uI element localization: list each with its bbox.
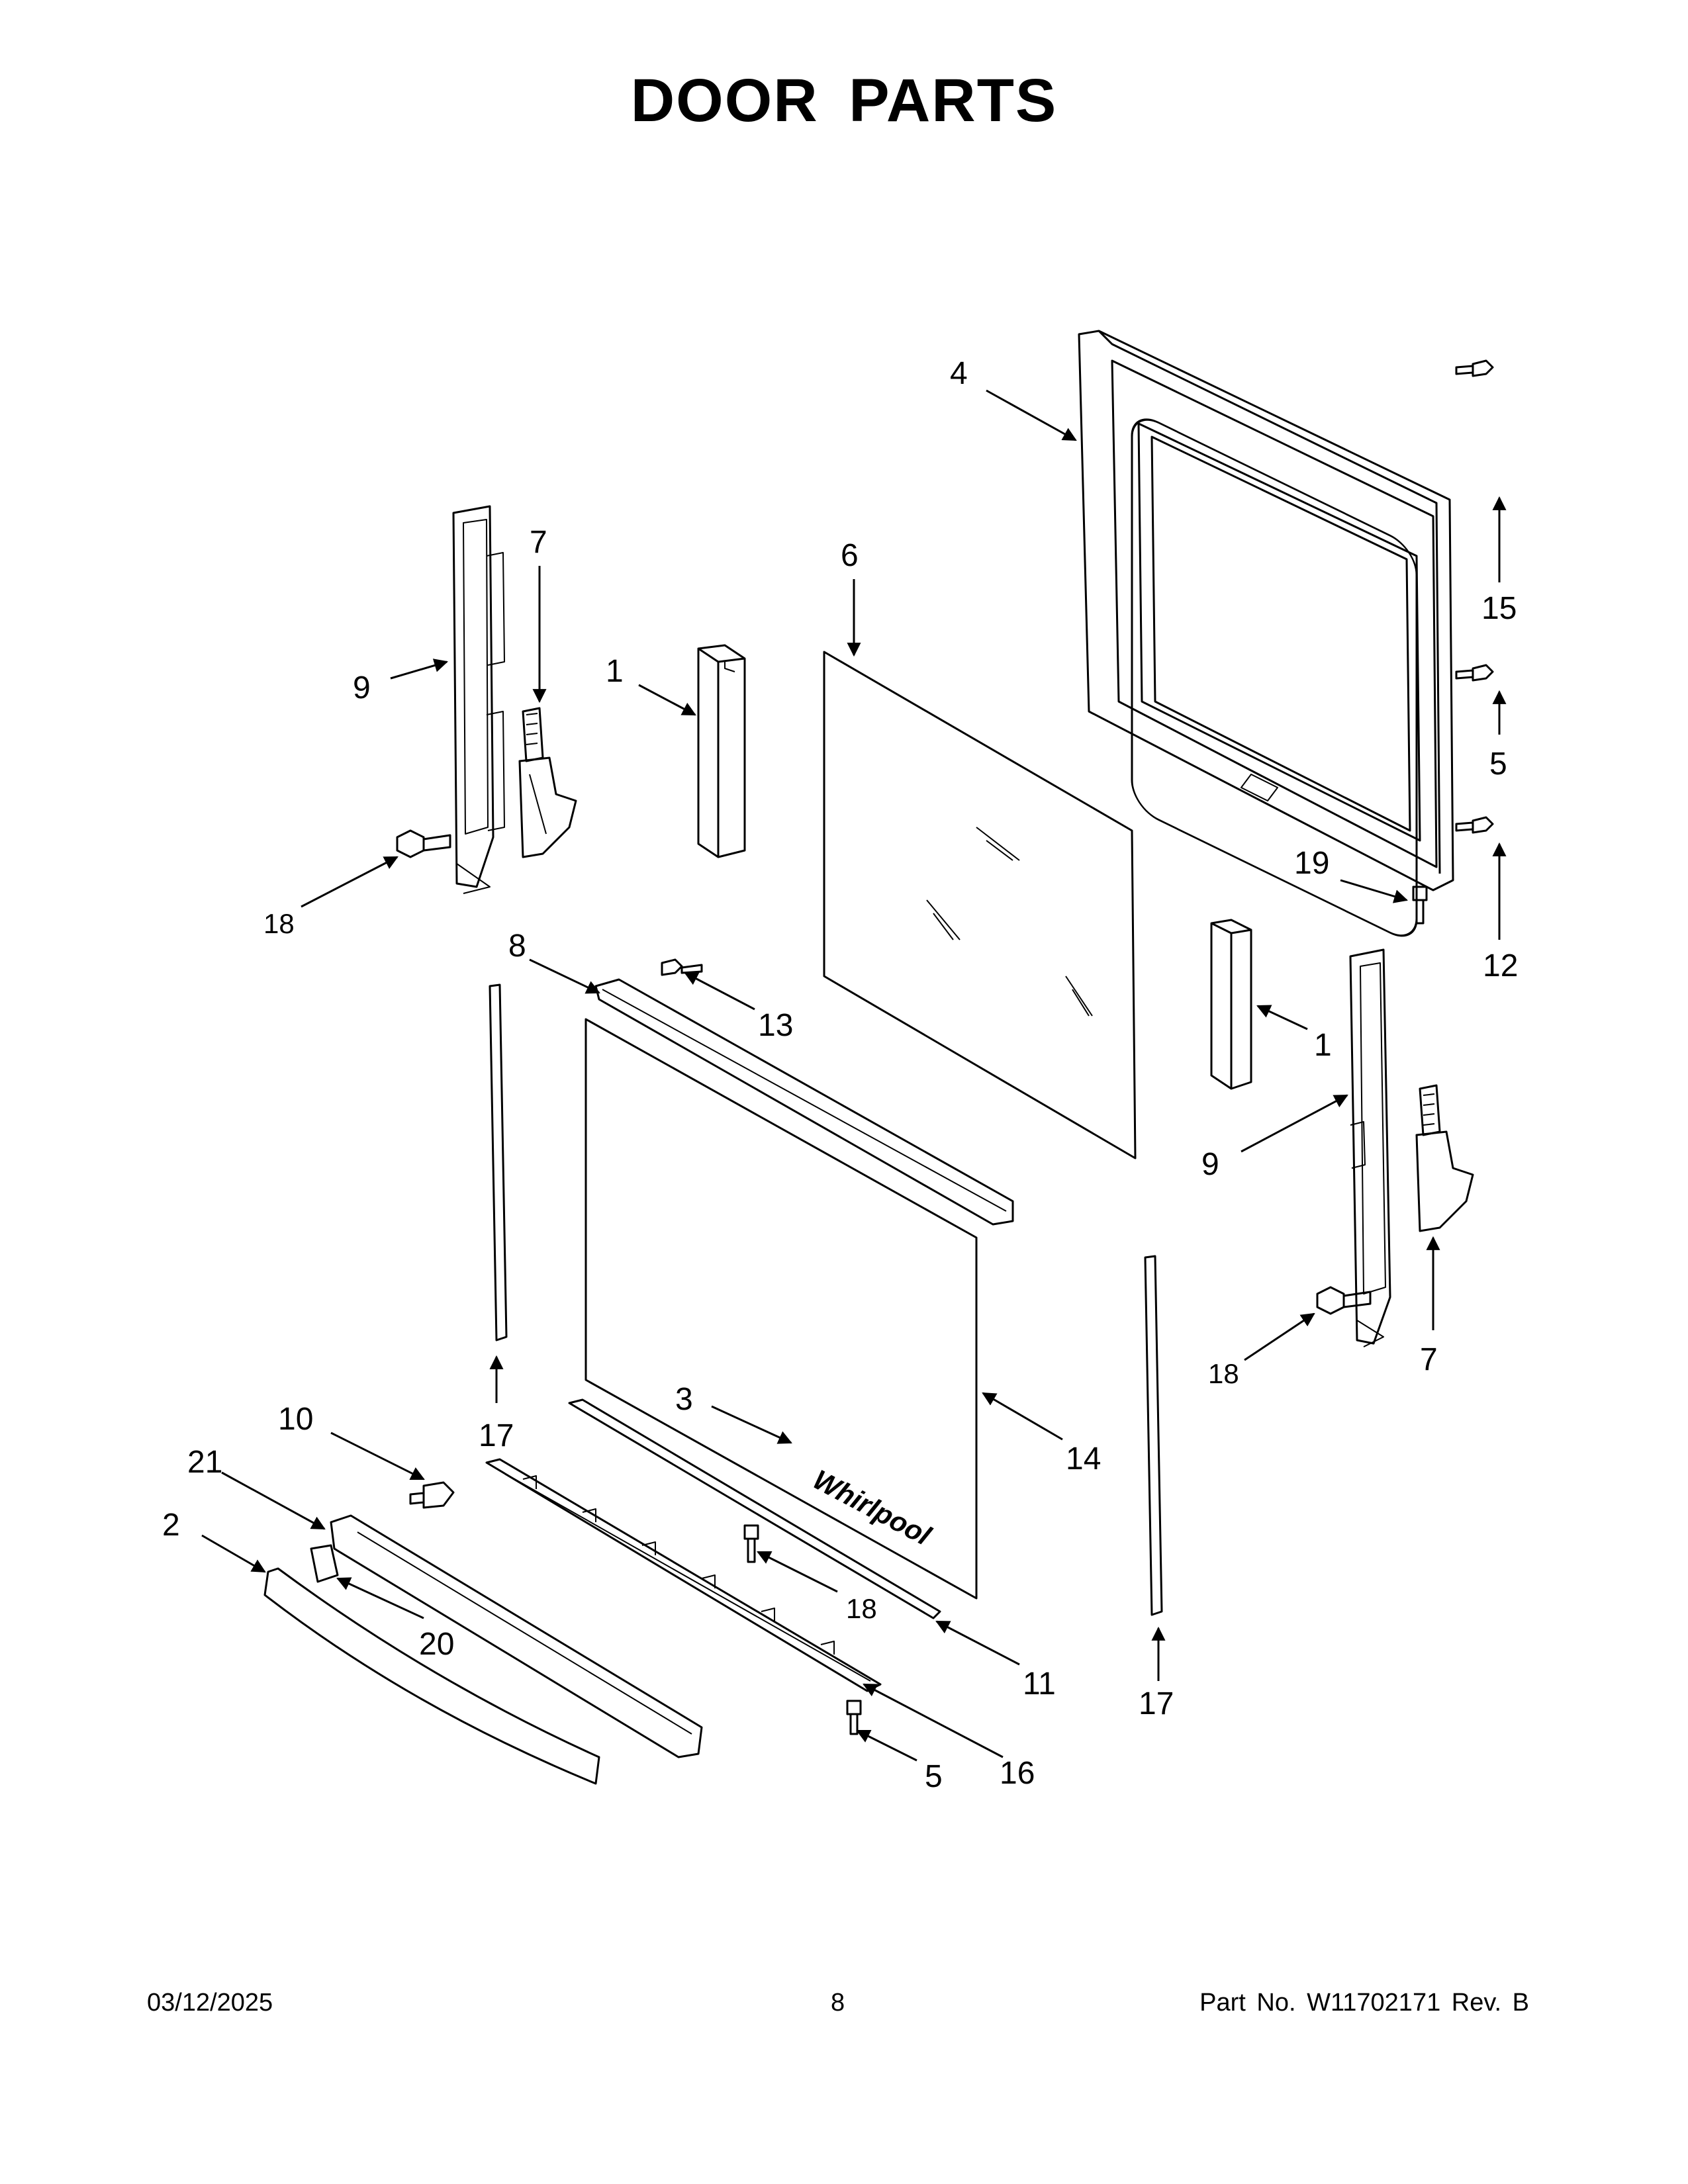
callout-6: 6 [841,538,859,573]
callout-labels: 4 6 7 9 1 15 5 18 19 12 8 13 1 9 17 3 14… [162,356,1518,1794]
callout-5-top: 5 [1489,747,1507,782]
callout-7-right: 7 [1420,1342,1438,1377]
hinge-left [518,707,577,858]
insulation-channel-left [697,644,746,858]
insulation-channel-right [1210,919,1252,1090]
callout-5-bottom: 5 [925,1759,943,1794]
inner-door-frame [1078,330,1454,937]
hinge-bracket-right [1349,948,1391,1347]
callout-19: 19 [1294,846,1329,881]
callout-18-left: 18 [263,908,295,939]
door-top-trim [594,978,1014,1226]
footer-date: 03/12/2025 [147,1989,273,2017]
callout-18-center: 18 [846,1593,877,1624]
callout-2: 2 [162,1508,180,1543]
side-trim-right [1144,1255,1163,1616]
inner-door-glass [585,1018,978,1600]
door-logo-strip: Whirlpool [568,1398,941,1619]
page-title: DOOR PARTS [630,67,1058,134]
callout-16: 16 [1000,1756,1035,1791]
callout-10: 10 [278,1402,313,1437]
whirlpool-logo-text: Whirlpool [808,1463,937,1551]
hinge-bracket-left [452,505,505,894]
callout-14: 14 [1066,1441,1101,1477]
hinge-right [1415,1084,1474,1232]
lower-vent-channel [485,1458,882,1692]
handle-end-cap [310,1544,339,1583]
callout-1-left: 1 [606,654,624,689]
side-trim-left [489,983,508,1342]
callout-21: 21 [187,1445,222,1480]
callout-17-left: 17 [479,1418,514,1453]
handle-base [330,1514,703,1758]
footer-page-number: 8 [831,1989,845,2017]
callout-8: 8 [508,929,526,964]
callout-7-left: 7 [530,525,547,560]
callout-13: 13 [758,1008,793,1043]
callout-1-right: 1 [1314,1028,1332,1063]
callout-11: 11 [1023,1666,1056,1702]
callout-20: 20 [419,1627,454,1662]
callout-15: 15 [1481,591,1517,626]
callout-9-right: 9 [1201,1147,1219,1182]
callout-4: 4 [950,356,968,391]
footer-part-number: Part No. W11702171 Rev. B [1199,1989,1529,2017]
callout-18-right: 18 [1208,1358,1239,1389]
callout-9-left: 9 [353,670,371,705]
screws [396,359,1494,1735]
callout-17-right: 17 [1139,1686,1174,1721]
leader-lines [201,389,1507,1762]
door-handle [263,1567,600,1785]
outer-door-glass [823,651,1137,1160]
callout-3: 3 [675,1382,693,1417]
callout-12: 12 [1483,948,1518,983]
